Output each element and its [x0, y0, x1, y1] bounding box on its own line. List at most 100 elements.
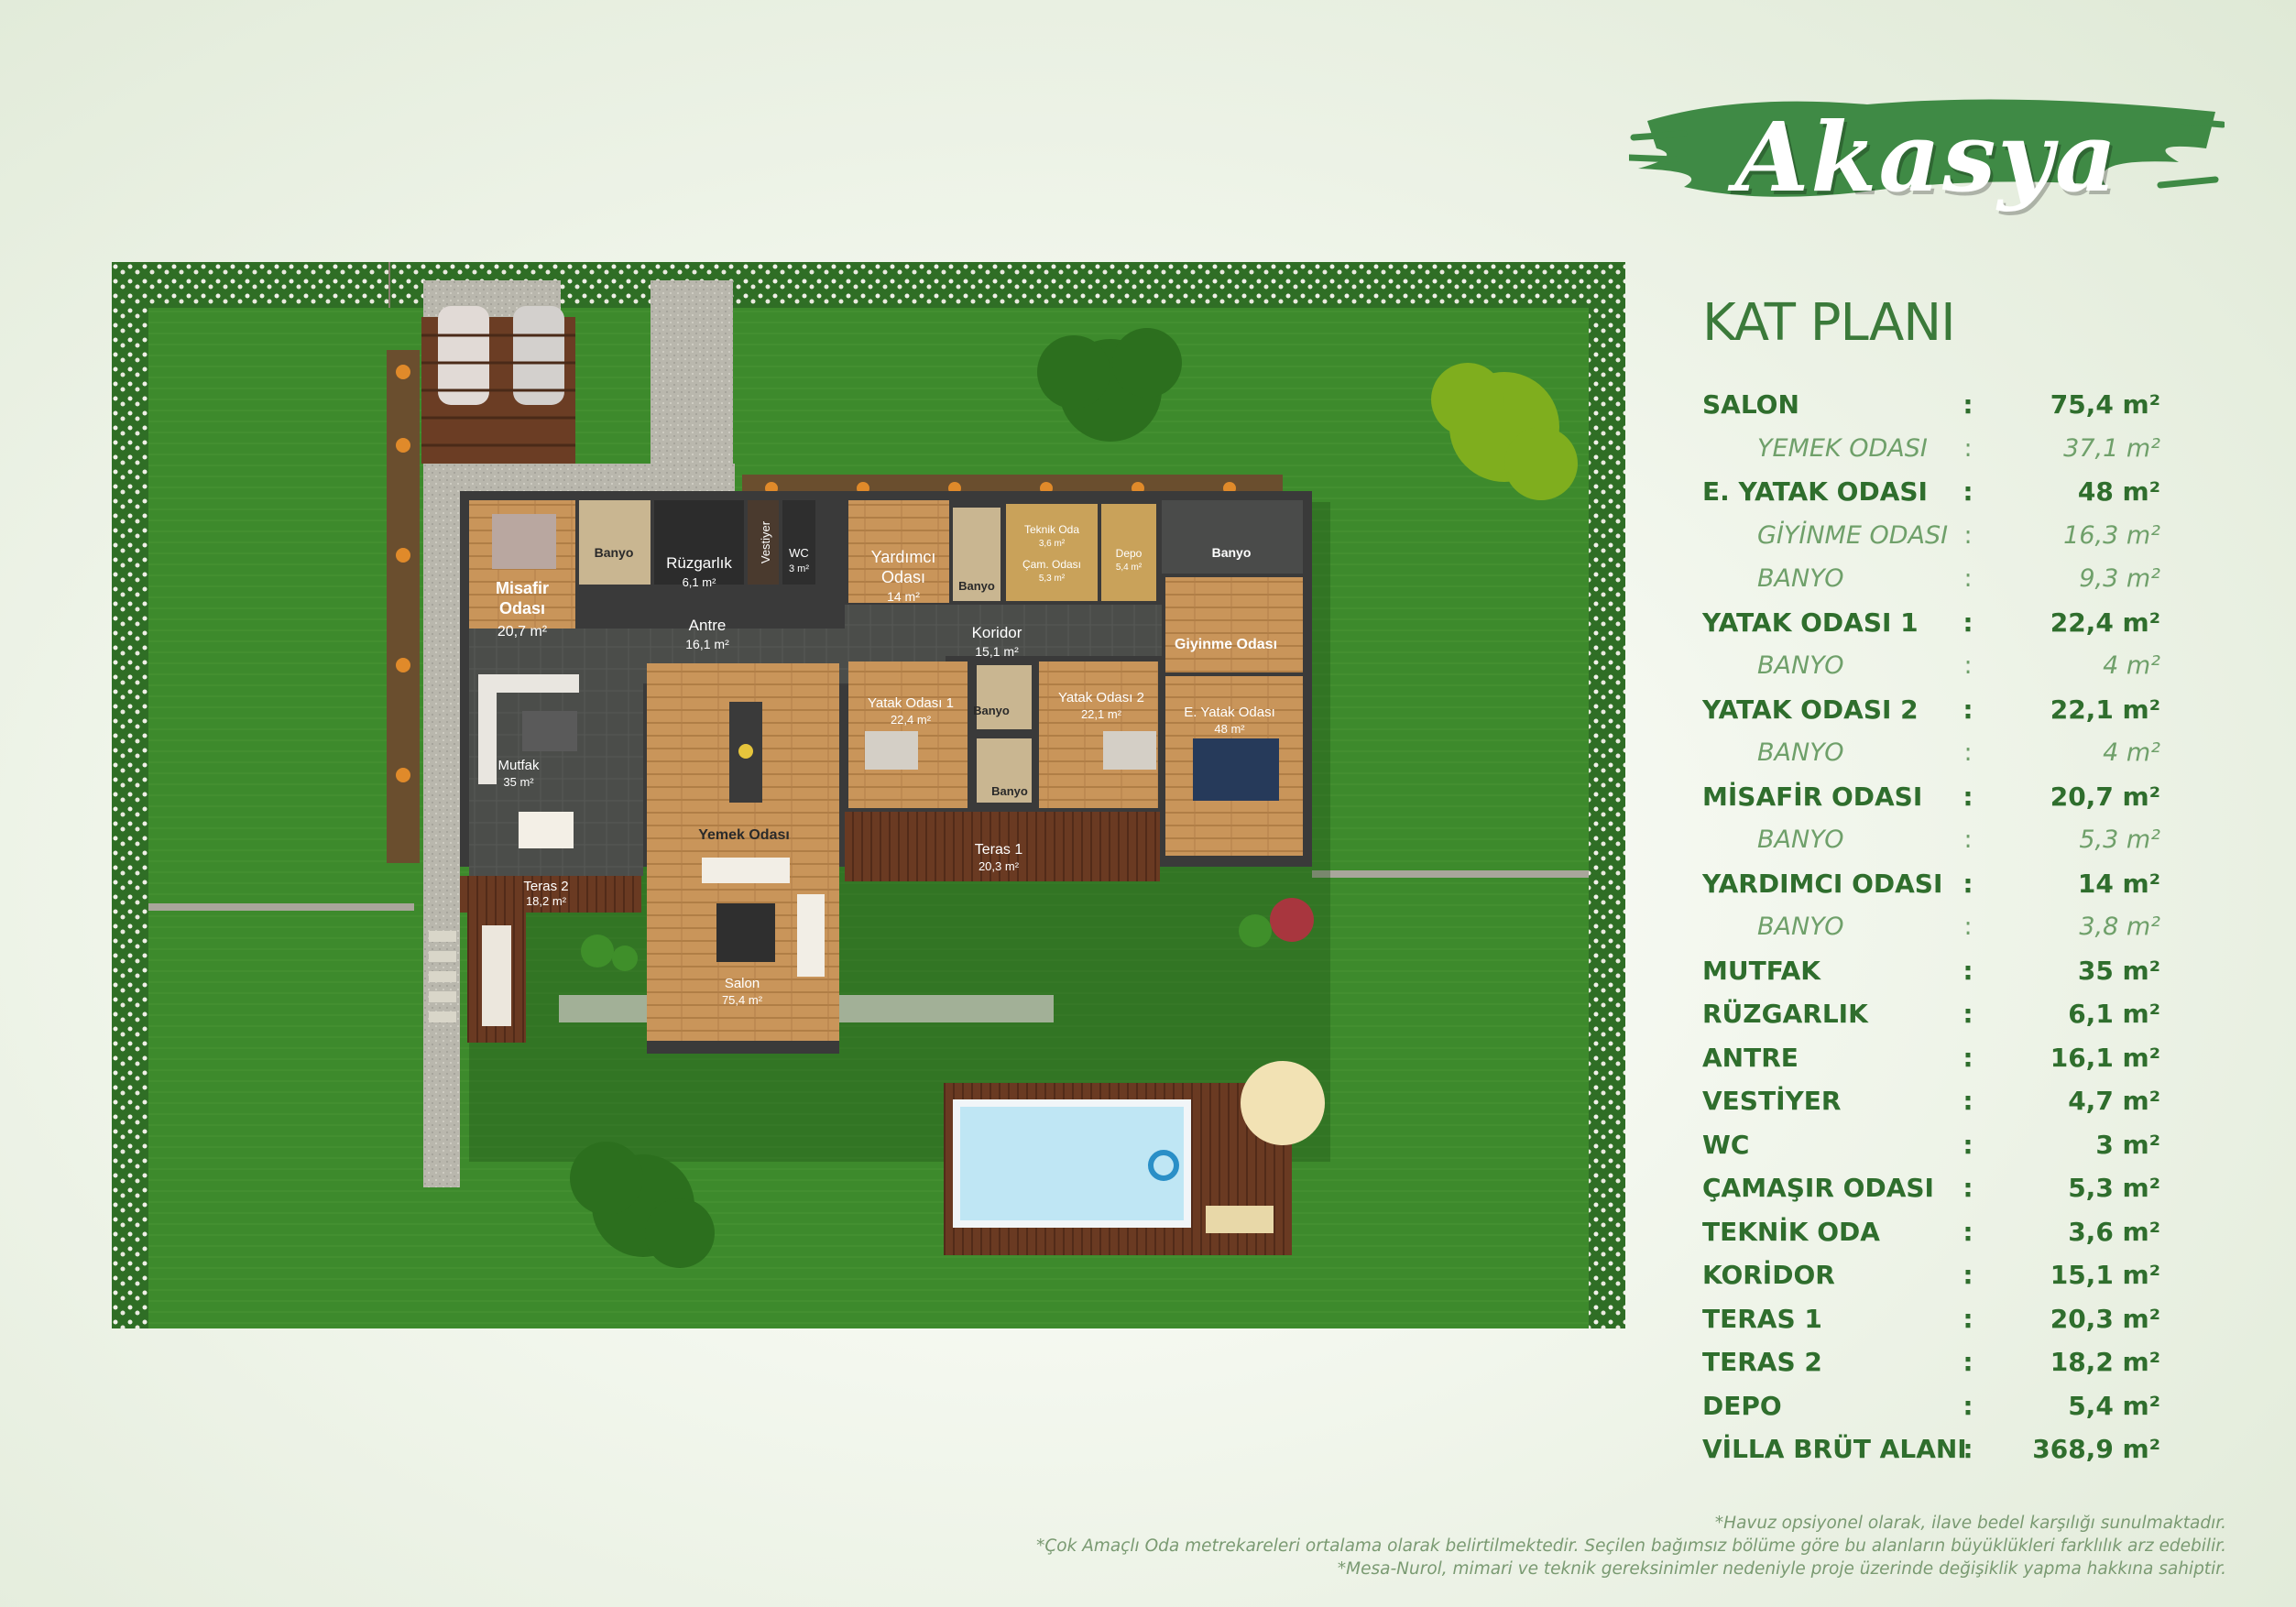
- label-yatak1: Yatak Odası 1: [868, 695, 954, 711]
- area-value: 20,7 m²: [2050, 781, 2160, 812]
- area-colon: :: [1963, 738, 1973, 767]
- area-colon: :: [1963, 433, 1973, 463]
- footnote: *Mesa-Nurol, mimari ve teknik gereksinim…: [1337, 1559, 2226, 1579]
- area-label: ANTRE: [1702, 1042, 1799, 1073]
- label-banyo: Banyo: [958, 579, 995, 593]
- label-banyo: Banyo: [1212, 545, 1252, 560]
- label-cam-area: 5,3 m²: [1039, 574, 1066, 584]
- area-label: YATAK ODASI 1: [1702, 607, 1919, 638]
- area-colon: :: [1963, 651, 1973, 680]
- area-value: 15,1 m²: [2050, 1260, 2160, 1290]
- area-value: 35 m²: [2077, 955, 2160, 986]
- area-row: BANYO: 4 m²: [1702, 644, 2160, 688]
- area-colon: :: [1963, 781, 1973, 812]
- area-value: 5,4 m²: [2068, 1390, 2160, 1421]
- area-value: 4 m²: [2103, 651, 2160, 680]
- area-colon: :: [1963, 868, 1973, 899]
- area-label: KORİDOR: [1702, 1260, 1835, 1290]
- area-label: SALON: [1702, 389, 1799, 420]
- area-row: ANTRE: 16,1 m²: [1702, 1036, 2160, 1080]
- area-row: E. YATAK ODASI:48 m²: [1702, 470, 2160, 514]
- brand-logo: Akasya: [1629, 84, 2225, 222]
- label-mutfak: Mutfak: [497, 758, 540, 773]
- area-label: DEPO: [1702, 1390, 1782, 1421]
- area-row: YEMEK ODASI: 37,1 m²: [1702, 427, 2160, 471]
- area-colon: :: [1963, 564, 1973, 593]
- label-yemek: Yemek Odası: [698, 827, 790, 843]
- area-colon: :: [1963, 1173, 1973, 1203]
- area-colon: :: [1963, 1303, 1973, 1334]
- brand-title: Akasya: [1734, 101, 2119, 213]
- area-colon: :: [1963, 1347, 1973, 1377]
- label-misafir-area: 20,7 m²: [497, 624, 548, 640]
- label-ruzgarlik-area: 6,1 m²: [683, 575, 717, 589]
- area-row: VESTİYER:4,7 m²: [1702, 1079, 2160, 1123]
- area-colon: :: [1963, 913, 1973, 941]
- area-value: 48 m²: [2077, 476, 2160, 507]
- area-value: 3 m²: [2095, 1129, 2160, 1160]
- label-vestiyer: Vestiyer: [759, 520, 772, 563]
- area-row: BANYO:5,3 m²: [1702, 818, 2160, 862]
- floor-plan: Misafir Odası 20,7 m² Banyo Rüzgarlık 6,…: [112, 262, 1625, 1328]
- label-misafir: Misafir: [496, 579, 549, 597]
- area-label: TERAS 2: [1702, 1347, 1822, 1377]
- label-yatak2: Yatak Odası 2: [1058, 690, 1144, 705]
- area-value: 18,2 m²: [2050, 1347, 2160, 1377]
- area-row: MİSAFİR ODASI:20,7 m²: [1702, 775, 2160, 819]
- area-row: RÜZGARLIK:6,1 m²: [1702, 992, 2160, 1036]
- area-value: 3,8 m²: [2079, 913, 2160, 941]
- area-label: BANYO: [1757, 564, 1844, 593]
- label-yatak2-area: 22,1 m²: [1081, 707, 1122, 721]
- footnotes: *Havuz opsiyonel olarak, ilave bedel kar…: [1036, 1512, 2226, 1580]
- area-value: 368,9 m²: [2032, 1434, 2160, 1464]
- area-label: BANYO: [1757, 738, 1844, 767]
- area-colon: :: [1963, 1042, 1973, 1073]
- label-yardimci-2: Odası: [881, 568, 925, 586]
- area-value: 4,7 m²: [2068, 1086, 2160, 1116]
- label-antre: Antre: [689, 617, 727, 634]
- area-label: WC: [1702, 1129, 1750, 1160]
- label-koridor: Koridor: [972, 624, 1022, 641]
- page-title: KAT PLANI: [1702, 293, 1956, 353]
- area-value: 22,1 m²: [2050, 694, 2160, 725]
- area-colon: :: [1963, 1390, 1973, 1421]
- label-salon-area: 75,4 m²: [722, 993, 763, 1007]
- area-value: 75,4 m²: [2050, 389, 2160, 420]
- area-value: 37,1 m²: [2063, 433, 2160, 463]
- area-row: KORİDOR:15,1 m²: [1702, 1253, 2160, 1297]
- area-label: TEKNİK ODA: [1702, 1216, 1880, 1247]
- area-label: BANYO: [1757, 651, 1844, 680]
- area-value: 9,3 m²: [2079, 564, 2160, 593]
- label-yardimci: Yardımcı: [871, 548, 936, 566]
- label-banyo: Banyo: [595, 545, 634, 560]
- area-row: TERAS 2: 18,2 m²: [1702, 1340, 2160, 1384]
- label-ruzgarlik: Rüzgarlık: [666, 554, 732, 572]
- area-value: 4 m²: [2103, 738, 2160, 767]
- area-colon: :: [1963, 825, 1973, 854]
- area-row: ÇAMAŞIR ODASI:5,3 m²: [1702, 1166, 2160, 1210]
- area-row: WC:3 m²: [1702, 1123, 2160, 1167]
- label-banyo: Banyo: [973, 704, 1010, 717]
- area-colon: :: [1963, 607, 1973, 638]
- area-label: BANYO: [1757, 913, 1844, 941]
- label-yardimci-area: 14 m²: [887, 589, 920, 604]
- area-colon: :: [1963, 476, 1973, 507]
- area-label: YEMEK ODASI: [1757, 433, 1928, 463]
- area-value: 20,3 m²: [2050, 1303, 2160, 1334]
- area-colon: :: [1963, 1086, 1973, 1116]
- area-label: VİLLA BRÜT ALANI: [1702, 1434, 1967, 1464]
- area-row: DEPO: 5,4 m²: [1702, 1384, 2160, 1428]
- area-colon: :: [1963, 694, 1973, 725]
- area-row: YATAK ODASI 2:22,1 m²: [1702, 688, 2160, 732]
- area-colon: :: [1963, 955, 1973, 986]
- label-eyatak: E. Yatak Odası: [1184, 705, 1275, 720]
- label-depo: Depo: [1116, 547, 1143, 560]
- brush-stroke: [1629, 99, 2225, 197]
- area-value: 6,1 m²: [2068, 999, 2160, 1029]
- footnote: *Çok Amaçlı Oda metrekareleri ortalama o…: [1036, 1536, 2226, 1556]
- area-row: YATAK ODASI 1:22,4 m²: [1702, 601, 2160, 645]
- area-value: 16,1 m²: [2050, 1042, 2160, 1073]
- label-banyo: Banyo: [991, 784, 1028, 798]
- label-teras1: Teras 1: [975, 842, 1023, 858]
- area-row: MUTFAK:35 m²: [1702, 949, 2160, 993]
